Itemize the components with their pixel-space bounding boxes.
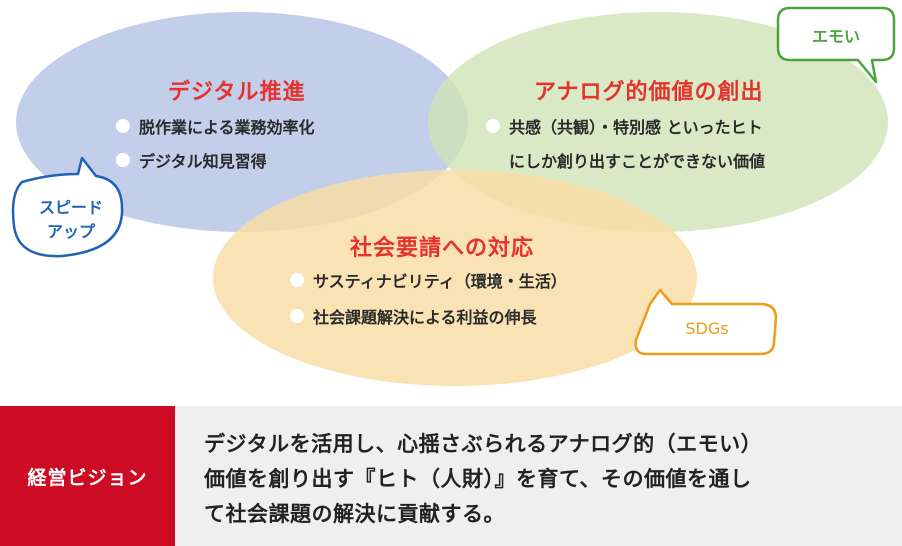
bullet-dot	[290, 273, 304, 287]
analog-circle	[428, 12, 888, 232]
speed-up-text-line1: スピード	[38, 198, 103, 217]
social-item-2-text: 社会課題解決による利益の伸長	[313, 308, 537, 327]
bullet-dot	[116, 119, 130, 133]
analog-item-1-text: 共感（共観）・特別感 といったヒト	[509, 118, 763, 137]
speed-up-bubble	[11, 156, 124, 258]
emoi-text: エモい	[811, 27, 860, 46]
social-item-1: サスティナビリティ（環境・生活）	[290, 268, 567, 292]
emoi-bubble	[776, 6, 896, 84]
sdgs-text: SDGs	[685, 319, 729, 338]
analog-title: アナログ的価値の創出	[534, 80, 764, 105]
bullet-dot	[290, 309, 304, 323]
vision-label-text: 経営ビジョン	[27, 466, 148, 489]
sdgs-bubble	[634, 288, 778, 356]
digital-circle	[16, 12, 468, 232]
vision-statement-line3: て社会課題の解決に貢献する。	[204, 502, 505, 526]
analog-item-1-continued: にしか創り出すことができない価値	[509, 152, 766, 171]
vision-statement-line1: デジタルを活用し、心揺さぶられるアナログ的（エモい）	[204, 432, 763, 456]
digital-item-1-text: 脱作業による業務効率化	[139, 118, 315, 137]
social-circle	[213, 170, 697, 386]
digital-item-2: デジタル知見習得	[116, 148, 267, 172]
bullet-dot	[486, 119, 500, 133]
bullet-dot	[116, 153, 130, 167]
social-title: 社会要請への対応	[350, 236, 535, 261]
vision-statement-line2: 価値を創り出す『ヒト（人財）』を育て、その価値を通し	[204, 467, 752, 491]
digital-item-2-text: デジタル知見習得	[139, 152, 267, 171]
social-item-1-text: サスティナビリティ（環境・生活）	[313, 272, 567, 291]
social-item-2: 社会課題解決による利益の伸長	[290, 304, 537, 328]
analog-item-1: 共感（共観）・特別感 といったヒト	[486, 114, 763, 138]
venn-diagram	[11, 6, 896, 386]
vision-label: 経営ビジョン	[0, 406, 175, 546]
speed-up-text-line2: アップ	[46, 222, 95, 241]
digital-item-1: 脱作業による業務効率化	[116, 114, 315, 138]
digital-title: デジタル推進	[168, 80, 306, 105]
